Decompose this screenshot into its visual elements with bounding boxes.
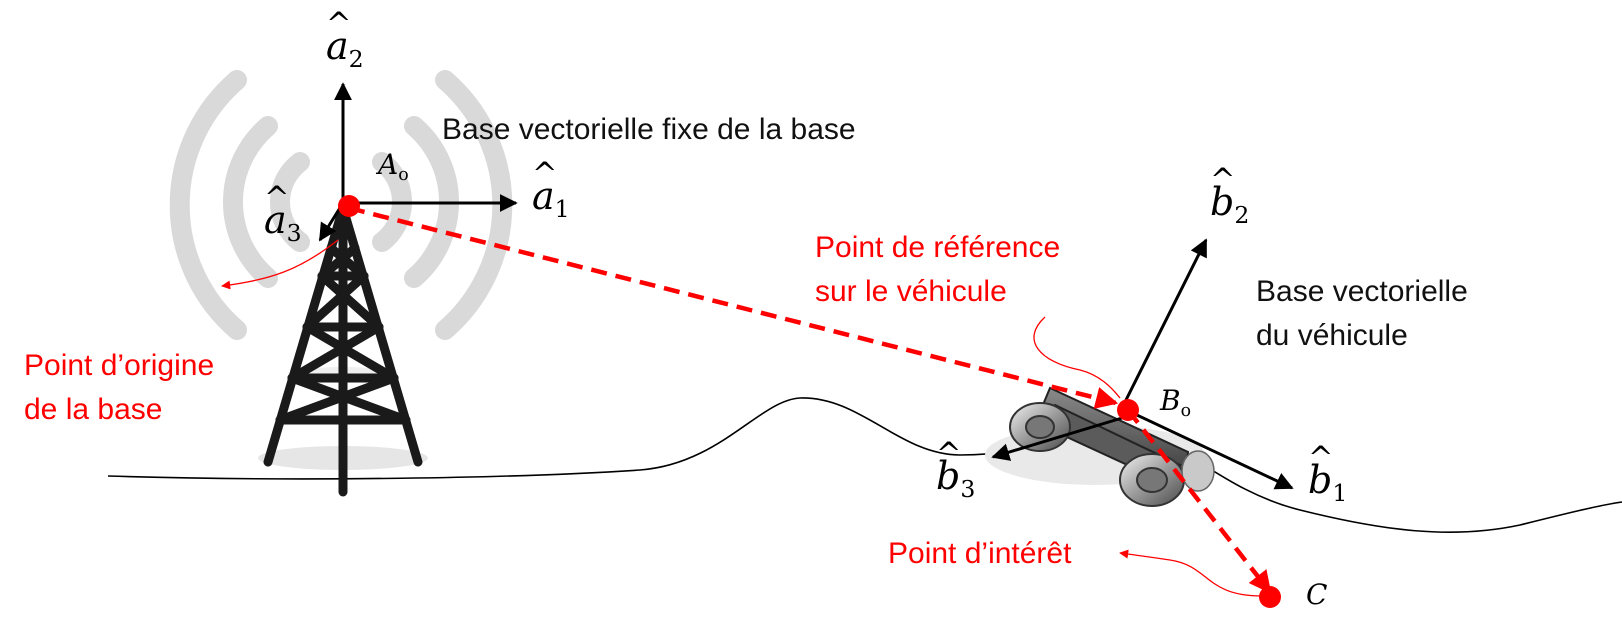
point-bo-label: Bo [1160,384,1191,421]
vector-b3-label: b3 [936,437,976,504]
vector-a2-label: a2 [326,7,364,74]
reference-point-label-line1: Point de référence [815,231,1061,264]
point-c-label: C [1306,578,1327,611]
vector-b1-label: b1 [1308,441,1348,508]
reference-callout [1033,316,1121,399]
origin-point-label: Point d’origine de la base [24,344,214,432]
vector-b1-arrow [1121,406,1294,490]
vector-a3-subscript: 3 [286,219,302,248]
vector-a2-subscript: 2 [348,45,364,74]
vector-b2-arrow [1120,238,1208,409]
vector-a1-label: a1 [532,157,570,224]
vector-a1-symbol: a [532,157,555,218]
vector-b3-arrow [991,416,1123,461]
interest-point-c [1259,586,1281,608]
vector-a1-subscript: 1 [554,195,570,224]
vector-b2-label: b2 [1210,163,1250,230]
point-ao-subscript: o [398,165,409,186]
interest-point-label: Point d’intérêt [888,537,1072,570]
vector-b1-subscript: 1 [1332,479,1348,508]
vehicle-frame-label: Base vectorielle du véhicule [1256,270,1468,358]
vector-b1-symbol: b [1308,441,1333,502]
vehicle-frame-label-line1: Base vectorielle [1256,275,1468,308]
vector-a3-label: a3 [264,181,302,248]
vector-b2-symbol: b [1210,163,1235,224]
vector-b2-subscript: 2 [1234,201,1250,230]
reference-point-bo [1117,399,1139,421]
interest-callout [1119,549,1263,597]
reference-point-label: Point de référence sur le véhicule [815,226,1060,314]
vector-a3-symbol: a [264,181,287,242]
position-vector-ao-bo [348,205,1119,409]
fixed-frame-label: Base vectorielle fixe de la base [442,113,856,146]
origin-callout [221,239,339,290]
vector-b3-subscript: 3 [960,475,976,504]
point-bo-symbol: B [1160,384,1181,417]
point-bo-subscript: o [1180,401,1192,422]
vector-a2-symbol: a [326,7,349,68]
terrain-line [107,397,1622,534]
reference-point-label-line2: sur le véhicule [815,275,1007,308]
origin-point-label-line1: Point d’origine [24,349,215,382]
radio-tower-icon [258,203,428,497]
point-c-symbol: C [1306,578,1328,611]
vehicle-frame-label-line2: du véhicule [1256,319,1408,352]
point-ao-label: Ao [378,148,409,185]
origin-point-label-line2: de la base [24,393,163,426]
position-vector-bo-c [1126,408,1272,594]
point-ao-symbol: A [378,148,399,181]
vector-b3-symbol: b [936,437,961,498]
origin-point-ao [338,195,360,217]
